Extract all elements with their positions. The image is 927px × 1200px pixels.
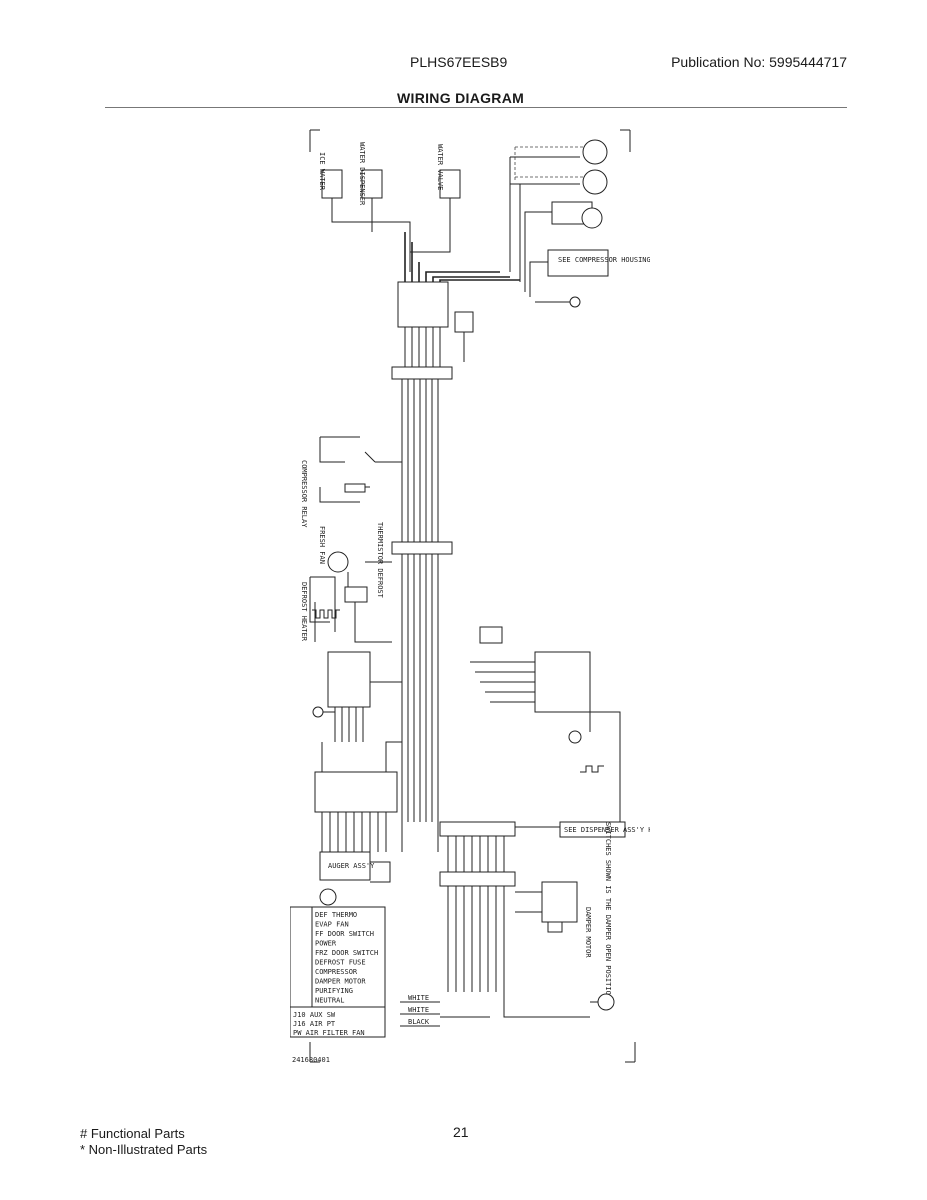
wire-color-label: BLACK: [408, 1018, 430, 1026]
bottom-connector-label: J10 AUX SW: [293, 1011, 336, 1019]
auger-assembly: AUGER ASS'Y: [319, 851, 391, 906]
damper-motor-label: DAMPER MOTOR: [584, 907, 592, 958]
water-valves: ICE WATER WATER DISPENSER WATER VALVE: [318, 142, 461, 272]
main-harness: COMPRESSOR RELAY: [300, 366, 453, 822]
frame-corners: [309, 129, 636, 1063]
model-number: PLHS67EESB9: [410, 54, 508, 70]
non-illustrated-parts-note: * Non-Illustrated Parts: [80, 1142, 208, 1157]
connector-row-label: FF DOOR SWITCH: [315, 930, 374, 938]
wiring-diagram: ICE WATER WATER DISPENSER WATER VALVE SE…: [289, 122, 678, 1072]
connector-row-label: POWER: [315, 940, 337, 948]
bottom-connector-label: J16 AIR PT: [293, 1020, 336, 1028]
connector-row-label: PURIFYING: [315, 987, 353, 995]
fan-and-heater: FRESH FAN DEFROST HEATER THERMISTOR DEFR…: [300, 522, 392, 643]
svg-text:ICE WATER: ICE WATER: [318, 152, 326, 191]
wiring-diagram-svg: ICE WATER WATER DISPENSER WATER VALVE SE…: [289, 129, 678, 1064]
connector-row-label: NEUTRAL: [315, 997, 345, 1005]
connector-row-label: DEF THERMO: [315, 911, 357, 919]
thermistor-label: THERMISTOR DEFROST: [376, 522, 384, 599]
damper-motor: DAMPER MOTOR SWITCHES SHOWN IS THE DAMPE…: [515, 822, 612, 999]
page-title: WIRING DIAGRAM: [397, 90, 525, 106]
svg-text:WATER DISPENSER: WATER DISPENSER: [358, 142, 366, 206]
upper-harness: [397, 232, 520, 367]
svg-text:WATER VALVE: WATER VALVE: [436, 144, 444, 190]
defrost-heater-label: DEFROST HEATER: [300, 582, 308, 642]
lights-and-fan: SEE COMPRESSOR HOUSING: [509, 139, 651, 308]
compressor-relay-label: COMPRESSOR RELAY: [300, 460, 308, 528]
lower-left-connector: [314, 741, 439, 852]
damper-note: SWITCHES SHOWN IS THE DAMPER OPEN POSITI…: [604, 822, 612, 999]
connector-row-label: DAMPER MOTOR: [315, 978, 366, 986]
auger-label: AUGER ASS'Y: [328, 862, 375, 870]
connector-row-label: EVAP FAN: [315, 921, 349, 929]
fresh-fan-label: FRESH FAN: [318, 526, 326, 564]
header-divider: [105, 107, 847, 108]
compressor-housing-label: SEE COMPRESSOR HOUSING: [558, 256, 650, 264]
connector-row-label: FRZ DOOR SWITCH: [315, 949, 378, 957]
center-lower-connectors: SEE DISPENSER ASS'Y HOUSING: [439, 821, 678, 992]
page-number: 21: [453, 1124, 469, 1140]
connector-row-label: DEFROST FUSE: [315, 959, 366, 967]
bottom-connector-label: PW AIR FILTER FAN: [293, 1029, 365, 1037]
functional-parts-note: # Functional Parts: [80, 1126, 185, 1141]
right-connector-block: [470, 626, 621, 822]
wire-color-label: WHITE: [408, 994, 429, 1002]
publication-number: Publication No: 5995444717: [671, 54, 847, 70]
connector-row-label: COMPRESSOR: [315, 968, 358, 976]
bottom-wiring: [400, 992, 615, 1027]
dispenser-housing-label: SEE DISPENSER ASS'Y HOUSING: [564, 826, 650, 834]
wire-color-label: WHITE: [408, 1006, 429, 1014]
part-number: 241680401: [292, 1056, 330, 1064]
mid-left-connector: [312, 651, 402, 742]
control-board: [289, 906, 386, 1038]
